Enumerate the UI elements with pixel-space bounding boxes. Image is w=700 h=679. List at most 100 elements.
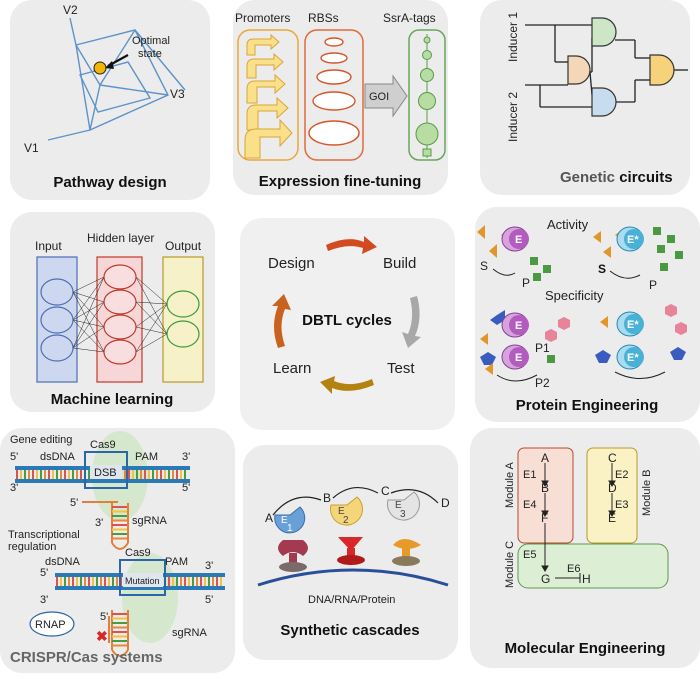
module-c-label: Module C: [504, 541, 516, 588]
panel-title-protein: Protein Engineering: [516, 397, 659, 414]
svg-text:2: 2: [343, 515, 349, 526]
ssra-tag: [418, 92, 436, 110]
panel-crispr: Gene editing Cas9 dsDNA PAM 5' 3' 3' 5' …: [0, 428, 235, 673]
panel-pathway-design: V2 V3 V1 Optimal state Pathway design: [10, 0, 210, 200]
rbs-oval: [316, 69, 352, 85]
pathway-diagram: V2 V3 V1 Optimal state Pathway design: [24, 3, 186, 191]
panel-title-crispr: CRISPR/Cas systems: [10, 649, 163, 666]
activity-enzyme-left: E S P: [477, 225, 551, 290]
panel-title-ml: Machine learning: [51, 391, 174, 408]
dsdna-label-2: dsDNA: [45, 556, 81, 568]
svg-text:E: E: [395, 500, 402, 511]
inducer-1-label: Inducer 1: [506, 12, 520, 62]
panel-dbtl-cycles: Design Build Test Learn DBTL cycles: [240, 218, 455, 430]
svg-text:E: E: [515, 352, 522, 364]
and-gate-blue: [591, 87, 617, 117]
svg-text:3': 3': [182, 451, 190, 463]
panel-title-circuits: Genetic circuits: [560, 169, 673, 186]
dsdna-label-1: dsDNA: [40, 451, 76, 463]
ml-diagram: Input Hidden layer Output Machine learni…: [35, 231, 204, 408]
promoter-arrow: [246, 96, 289, 131]
svg-text:E: E: [338, 506, 345, 517]
axis-v3-label: V3: [170, 87, 185, 101]
rbss-label: RBSs: [308, 11, 339, 25]
activity-enzyme-right: E* S P: [593, 226, 683, 292]
panel-title-cascades: Synthetic cascades: [280, 622, 419, 639]
svg-text:E1: E1: [523, 469, 536, 481]
svg-text:E*: E*: [627, 234, 639, 246]
ssra-tag: [415, 122, 439, 146]
svg-text:P: P: [649, 278, 657, 292]
axis-v1-label: V1: [24, 141, 39, 155]
svg-text:F: F: [541, 511, 548, 525]
specificity-label: Specificity: [545, 288, 604, 303]
svg-text:S: S: [480, 259, 488, 273]
cascades-diagram: A B C D E 1 E 2 E 3: [257, 484, 450, 639]
svg-text:E3: E3: [615, 499, 628, 511]
pam-label-2: PAM: [165, 556, 188, 568]
panel-expression-fine-tuning: Promoters RBSs SsrA-tags GOI: [233, 0, 448, 195]
goi-label: GOI: [369, 91, 389, 103]
svg-text:5': 5': [70, 497, 78, 509]
dna-rna-protein-label: DNA/RNA/Protein: [308, 594, 395, 606]
svg-text:3': 3': [10, 482, 18, 494]
specificity-enzyme-left: E P1 E P2: [480, 310, 570, 390]
svg-text:H: H: [582, 572, 591, 586]
optimal-state-dot: [93, 61, 107, 75]
panel-machine-learning: Input Hidden layer Output Machine learni…: [10, 212, 215, 412]
svg-text:C: C: [608, 451, 617, 465]
molecular-diagram: Module A Module B Module C A B F C D E G…: [504, 447, 669, 657]
svg-text:3': 3': [40, 594, 48, 606]
transcriptional-label-2: regulation: [8, 541, 56, 553]
svg-text:A: A: [541, 451, 549, 465]
svg-text:3': 3': [205, 560, 213, 572]
gene-editing-label: Gene editing: [10, 434, 72, 446]
output-label: Output: [165, 239, 202, 253]
optimal-label-2: state: [138, 48, 162, 60]
ssra-tag: [423, 36, 431, 44]
arrow-test-learn: [320, 376, 374, 394]
dbtl-diagram: Design Build Test Learn DBTL cycles: [268, 236, 421, 394]
dbtl-title: DBTL cycles: [302, 312, 392, 329]
svg-text:E4: E4: [523, 499, 536, 511]
svg-text:E: E: [515, 320, 522, 332]
cas9-label-2: Cas9: [125, 547, 151, 559]
sgrna-hairpin-1: [111, 503, 129, 550]
crispr-diagram: Gene editing Cas9 dsDNA PAM 5' 3' 3' 5' …: [8, 431, 225, 666]
svg-text:G: G: [541, 572, 550, 586]
svg-text:P2: P2: [535, 376, 550, 390]
svg-text:E5: E5: [523, 549, 536, 561]
panel-genetic-circuits: Inducer 1 Inducer 2 Genetic circuits: [480, 0, 690, 195]
promoters-label: Promoters: [235, 11, 290, 25]
svg-text:E*: E*: [627, 352, 639, 364]
svg-text:E: E: [515, 234, 522, 246]
svg-text:E2: E2: [615, 469, 628, 481]
and-gate-green: [591, 17, 617, 47]
svg-text:E: E: [608, 511, 616, 525]
svg-text:S: S: [598, 262, 606, 276]
svg-text:A: A: [265, 511, 273, 525]
module-b-label: Module B: [641, 470, 653, 516]
pam-label-1: PAM: [135, 451, 158, 463]
svg-text:5': 5': [182, 482, 190, 494]
dna-scaffold-line: [257, 568, 449, 587]
scaffold-anchor-3: [392, 539, 421, 566]
transcriptional-label-1: Transcriptional: [8, 529, 80, 541]
build-label: Build: [383, 255, 416, 272]
svg-text:E6: E6: [567, 563, 580, 575]
panel-protein-engineering: Activity Specificity E S P E* S P: [475, 207, 700, 422]
specificity-enzyme-right: E* E*: [595, 304, 687, 379]
promoter-arrow: [244, 118, 293, 159]
svg-text:P1: P1: [535, 341, 550, 355]
promoter-arrow: [246, 33, 280, 56]
module-a-label: Module A: [504, 461, 516, 508]
test-label: Test: [387, 360, 415, 377]
panel-synthetic-cascades: A B C D E 1 E 2 E 3: [243, 445, 458, 660]
sgrna-label-2: sgRNA: [172, 627, 208, 639]
svg-text:E: E: [281, 515, 288, 526]
svg-text:B: B: [323, 491, 331, 505]
and-gate-yellow: [649, 54, 675, 86]
scaffold-anchor-2: [337, 537, 365, 565]
svg-text:C: C: [381, 484, 390, 498]
arrow-learn-design: [272, 294, 291, 348]
